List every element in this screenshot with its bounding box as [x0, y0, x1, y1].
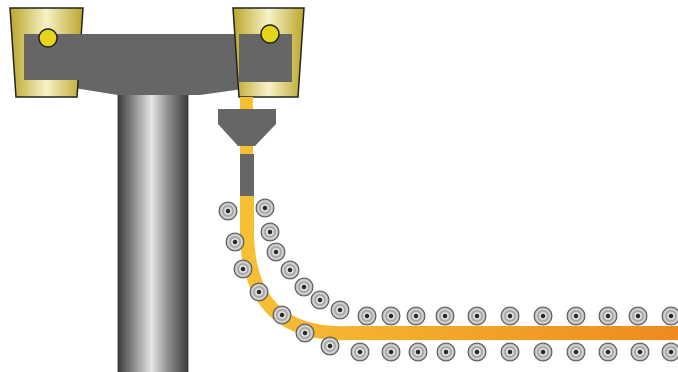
- roller-wheel: [598, 342, 618, 362]
- roller: [500, 342, 520, 362]
- roller-wheel: [295, 323, 315, 343]
- roller-wheel: [661, 342, 678, 362]
- roller-wheel: [467, 342, 487, 362]
- roller: [310, 290, 330, 310]
- roller: [500, 306, 520, 326]
- roller-wheel: [566, 306, 586, 326]
- roller: [598, 342, 618, 362]
- roller: [272, 305, 292, 325]
- roller-wheel: [294, 277, 314, 297]
- roller: [350, 342, 370, 362]
- roller: [436, 342, 456, 362]
- ladle-right: [232, 7, 305, 98]
- roller: [381, 306, 401, 326]
- roller: [598, 306, 618, 326]
- roller-wheel: [436, 342, 456, 362]
- roller-wheel: [500, 342, 520, 362]
- roller-wheel: [255, 198, 275, 218]
- roller: [357, 306, 377, 326]
- roller-wheel: [566, 342, 586, 362]
- roller: [295, 323, 315, 343]
- ladle-stream: [240, 97, 253, 109]
- roller: [467, 306, 487, 326]
- roller: [628, 306, 648, 326]
- roller: [330, 300, 350, 320]
- roller: [266, 242, 286, 262]
- roller-wheel: [630, 342, 650, 362]
- roller-wheel: [408, 342, 428, 362]
- ladle-pivot-left: [38, 28, 58, 48]
- roller: [566, 342, 586, 362]
- tundish: [218, 109, 276, 146]
- ladle-left: [9, 7, 84, 98]
- roller-wheel: [381, 342, 401, 362]
- roller-wheel: [350, 342, 370, 362]
- roller-wheel: [233, 259, 253, 279]
- roller: [255, 198, 275, 218]
- roller-wheel: [533, 306, 553, 326]
- roller-wheel: [272, 305, 292, 325]
- roller: [249, 282, 269, 302]
- tundish-stream: [240, 146, 253, 154]
- roller-wheel: [381, 306, 401, 326]
- roller-wheel: [320, 336, 340, 356]
- roller: [435, 306, 455, 326]
- roller: [408, 342, 428, 362]
- roller-wheel: [310, 290, 330, 310]
- roller-wheel: [598, 306, 618, 326]
- roller-pairs: [218, 198, 678, 362]
- roller-wheel: [661, 306, 678, 326]
- ladle-turret-column: [117, 91, 189, 372]
- roller: [233, 259, 253, 279]
- roller: [225, 232, 245, 252]
- roller: [533, 306, 553, 326]
- mold: [240, 154, 254, 196]
- roller-wheel: [628, 306, 648, 326]
- roller: [280, 260, 300, 280]
- roller-wheel: [533, 342, 553, 362]
- roller: [218, 201, 238, 221]
- roller: [467, 342, 487, 362]
- roller: [630, 342, 650, 362]
- roller: [661, 342, 678, 362]
- roller-wheel: [435, 306, 455, 326]
- roller: [381, 342, 401, 362]
- roller-wheel: [357, 306, 377, 326]
- roller: [320, 336, 340, 356]
- roller-wheel: [330, 300, 350, 320]
- ladle-pivot-right: [260, 24, 280, 44]
- roller: [294, 277, 314, 297]
- roller-wheel: [249, 282, 269, 302]
- roller-wheel: [218, 201, 238, 221]
- roller: [661, 306, 678, 326]
- roller-wheel: [225, 232, 245, 252]
- turret-arm: [24, 34, 292, 95]
- roller-wheel: [467, 306, 487, 326]
- roller-wheel: [406, 306, 426, 326]
- roller-wheel: [260, 222, 280, 242]
- roller: [406, 306, 426, 326]
- roller: [566, 306, 586, 326]
- roller-wheel: [280, 260, 300, 280]
- roller: [533, 342, 553, 362]
- roller-wheel: [500, 306, 520, 326]
- roller: [260, 222, 280, 242]
- roller-wheel: [266, 242, 286, 262]
